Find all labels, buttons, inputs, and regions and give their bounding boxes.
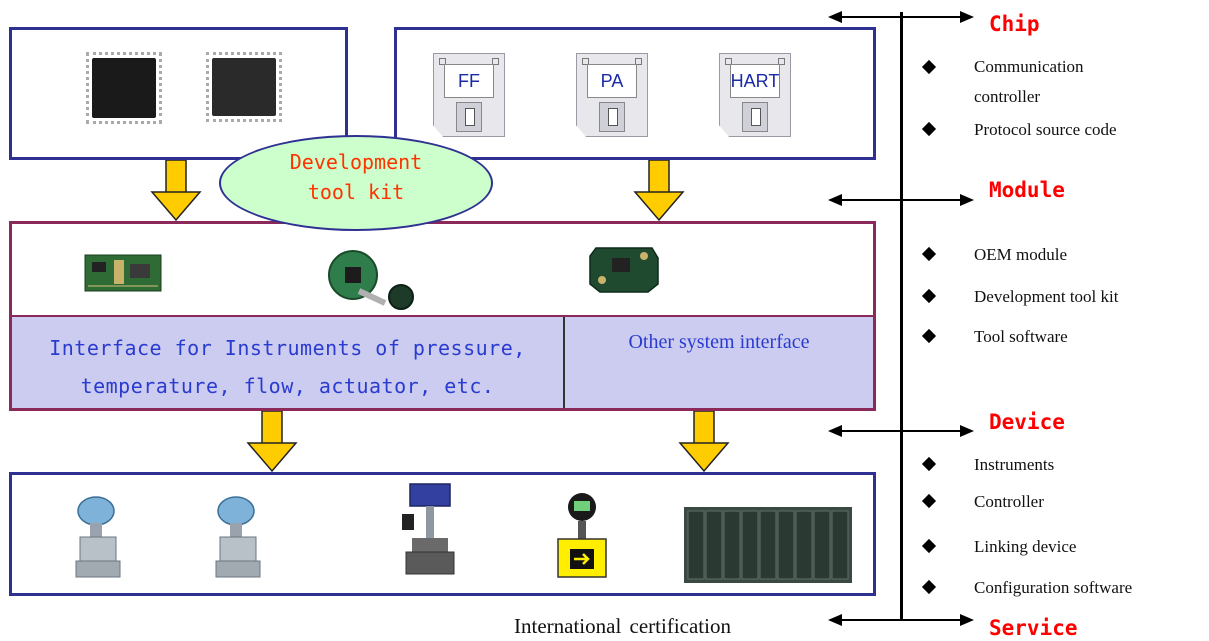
double-arrow-icon (828, 194, 974, 206)
protocol-box: FF PA HART (394, 27, 876, 160)
diamond-bullet-icon (921, 288, 937, 304)
pressure-transmitter-icon (75, 496, 121, 578)
down-arrow-icon (246, 411, 298, 473)
other-interface-label: Other system interface (628, 331, 810, 353)
double-arrow-icon (828, 614, 974, 626)
diamond-bullet-icon (921, 328, 937, 344)
disc-label-ff: FF (444, 64, 494, 98)
certification-label: International certification (514, 614, 731, 638)
pcb-module-icon (328, 250, 414, 310)
diamond-bullet-icon (921, 538, 937, 554)
pcb-module-icon (589, 247, 659, 293)
pcb-module-icon (84, 254, 162, 292)
section-title-module: Module (989, 178, 1065, 202)
disc-label-hart: HART (730, 64, 780, 98)
floppy-disk-icon: FF (433, 53, 505, 137)
diamond-bullet-icon (921, 579, 937, 595)
disc-label-pa: PA (587, 64, 637, 98)
dev-kit-label: Development tool kit (289, 150, 423, 204)
plc-rack-icon (684, 507, 852, 583)
diamond-bullet-icon (921, 246, 937, 262)
control-valve-icon (402, 483, 455, 575)
flowmeter-icon (557, 493, 607, 578)
down-arrow-icon (633, 160, 685, 222)
chip-box (9, 27, 348, 160)
down-arrow-icon (678, 411, 730, 473)
diamond-bullet-icon (921, 456, 937, 472)
module-divider (12, 315, 873, 317)
diamond-bullet-icon (921, 121, 937, 137)
diamond-bullet-icon (921, 59, 937, 75)
pressure-transmitter-icon (215, 496, 261, 578)
instrument-interface-cell: Interface for Instruments of pressure, t… (12, 317, 565, 408)
floppy-disk-icon: HART (719, 53, 791, 137)
module-box: Interface for Instruments of pressure, t… (9, 221, 876, 411)
down-arrow-icon (150, 160, 202, 222)
section-title-chip: Chip (989, 12, 1040, 36)
section-title-service: Service (989, 616, 1078, 640)
device-box (9, 472, 876, 596)
double-arrow-icon (828, 425, 974, 437)
dev-kit-ellipse: Development tool kit (219, 135, 493, 231)
vertical-axis-line (900, 12, 903, 620)
section-title-device: Device (989, 410, 1065, 434)
chip-icon (206, 52, 282, 122)
floppy-disk-icon: PA (576, 53, 648, 137)
double-arrow-icon (828, 11, 974, 23)
diamond-bullet-icon (921, 493, 937, 509)
other-interface-cell: Other system interface (565, 317, 873, 408)
chip-icon (86, 52, 162, 124)
instrument-interface-label: Interface for Instruments of pressure, t… (49, 336, 526, 398)
